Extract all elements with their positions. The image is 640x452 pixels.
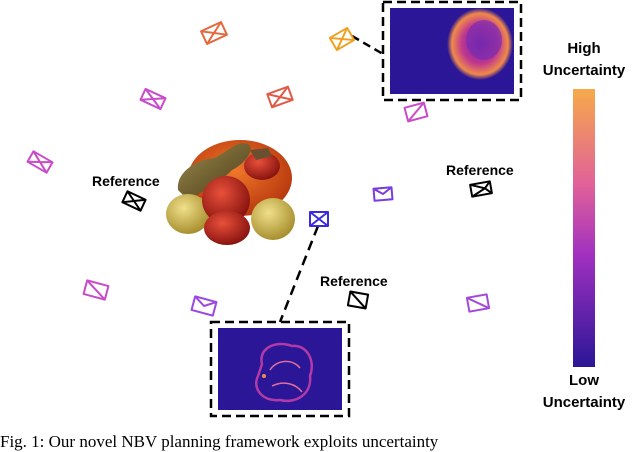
camera-magenta-left-top [139,87,167,111]
pumpkin-stem [250,148,272,160]
camera-reference-right [469,180,493,198]
connector-bottom [278,225,320,323]
uncertainty-map-top [381,0,523,102]
green-apple-left [166,194,210,234]
camera-reference-left [121,190,147,212]
reference-label-left: Reference [92,173,160,189]
low-uncertainty-label: Low Uncertainty [524,370,640,414]
reference-label-right: Reference [446,162,514,178]
uncertainty-map-bottom [209,320,351,418]
pear [177,143,251,198]
camera-yellow-top [328,26,356,52]
low-label-line1: Low [569,372,599,389]
camera-orange-mid [266,85,294,109]
camera-blue-center [309,211,329,227]
camera-magenta-bottom-left [82,279,110,301]
connector-top [351,34,384,56]
camera-magenta-left [26,150,54,174]
camera-orange-top [200,21,228,45]
red-apple-center [202,176,250,224]
red-apple-top [244,152,280,180]
green-apple-right [251,198,295,240]
camera-purple-bottom [190,295,218,317]
red-apple-bottom [204,211,250,245]
high-uncertainty-label: High Uncertainty [524,38,640,82]
low-label-line2: Uncertainty [542,394,626,411]
figure-caption: Fig. 1: Our novel NBV planning framework… [0,432,439,451]
fruit-pile-image [166,140,295,245]
camera-purple-right-bottom [465,293,491,313]
camera-magenta-right-top [403,101,429,123]
camera-purple-center [372,186,394,202]
camera-reference-bottom [346,290,370,310]
uncertainty-colorbar [573,89,595,367]
high-label-line2: Uncertainty [542,62,626,79]
high-label-line1: High [567,40,601,57]
reference-label-bottom: Reference [320,273,388,289]
